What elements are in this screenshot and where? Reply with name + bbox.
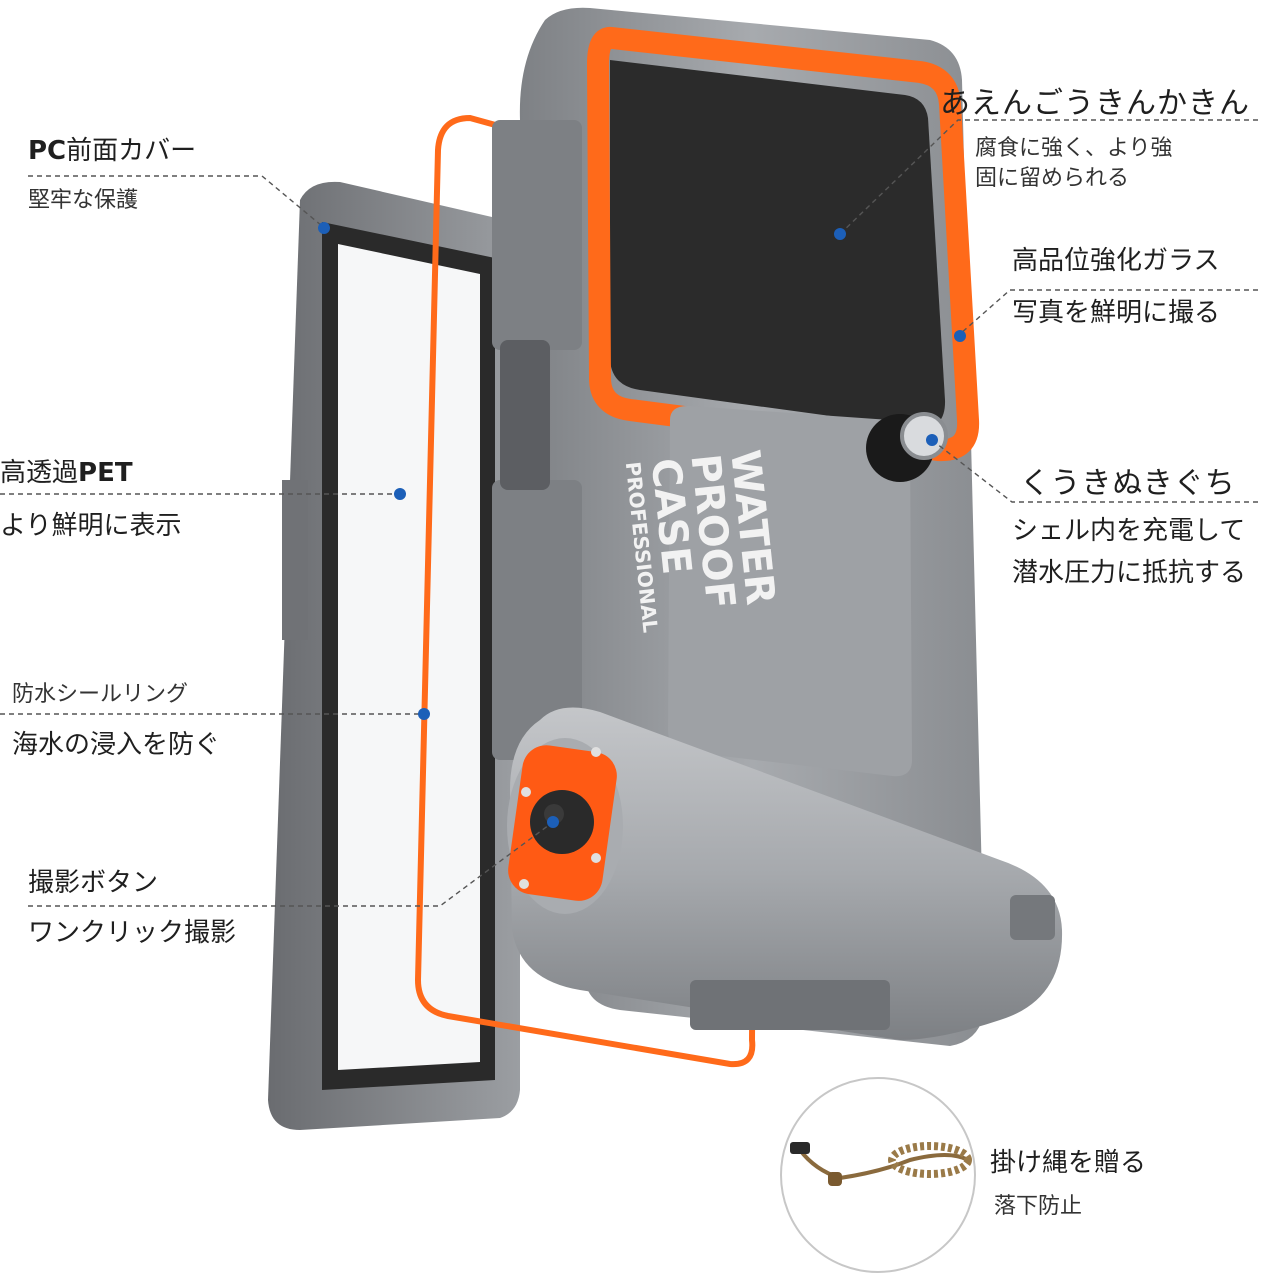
valve-line1: シェル内を充電して (1012, 516, 1246, 546)
valve-title: くうきぬきぐち (1020, 466, 1236, 501)
glass-title: 高品位強化ガラス (1012, 246, 1220, 276)
pc-cover-title-rest: 前面カバー (66, 136, 197, 166)
pc-cover-subtitle: 堅牢な保護 (28, 188, 139, 213)
pet-subtitle: より鮮明に表示 (0, 511, 182, 541)
case-print: WATER PROOF CASE PROFESSIONAL (621, 448, 783, 634)
leader-lines (0, 119, 1258, 907)
pet-title-bold: PET (78, 458, 133, 488)
pc-cover-title-bold: PC (28, 136, 67, 166)
alloy-title: あえんごうきんかきん (940, 86, 1250, 121)
pet-title-rest: 高透過 (0, 458, 79, 488)
shutter-title: 撮影ボタン (28, 868, 159, 898)
lanyard-title: 掛け縄を贈る (990, 1148, 1147, 1178)
callout-dots (318, 222, 966, 828)
shutter-subtitle: ワンクリック撮影 (28, 918, 237, 948)
glass-subtitle: 写真を鮮明に撮る (1012, 298, 1221, 328)
camera-grip (507, 707, 1063, 1040)
alloy-line2: 固に留められる (975, 166, 1130, 191)
lanyard-inset (780, 1077, 976, 1273)
seal-title: 防水シールリング (12, 682, 189, 707)
seal-subtitle: 海水の浸入を防ぐ (12, 730, 221, 760)
lanyard-subtitle: 落下防止 (994, 1194, 1083, 1219)
pc-cover-title: PC前面カバー (28, 130, 196, 167)
pc-front-cover (268, 181, 520, 1130)
pet-title: 高透過PET (0, 452, 133, 489)
valve-line2: 潜水圧力に抵抗する (1012, 558, 1247, 588)
alloy-line1: 腐食に強く、より強 (975, 136, 1173, 161)
